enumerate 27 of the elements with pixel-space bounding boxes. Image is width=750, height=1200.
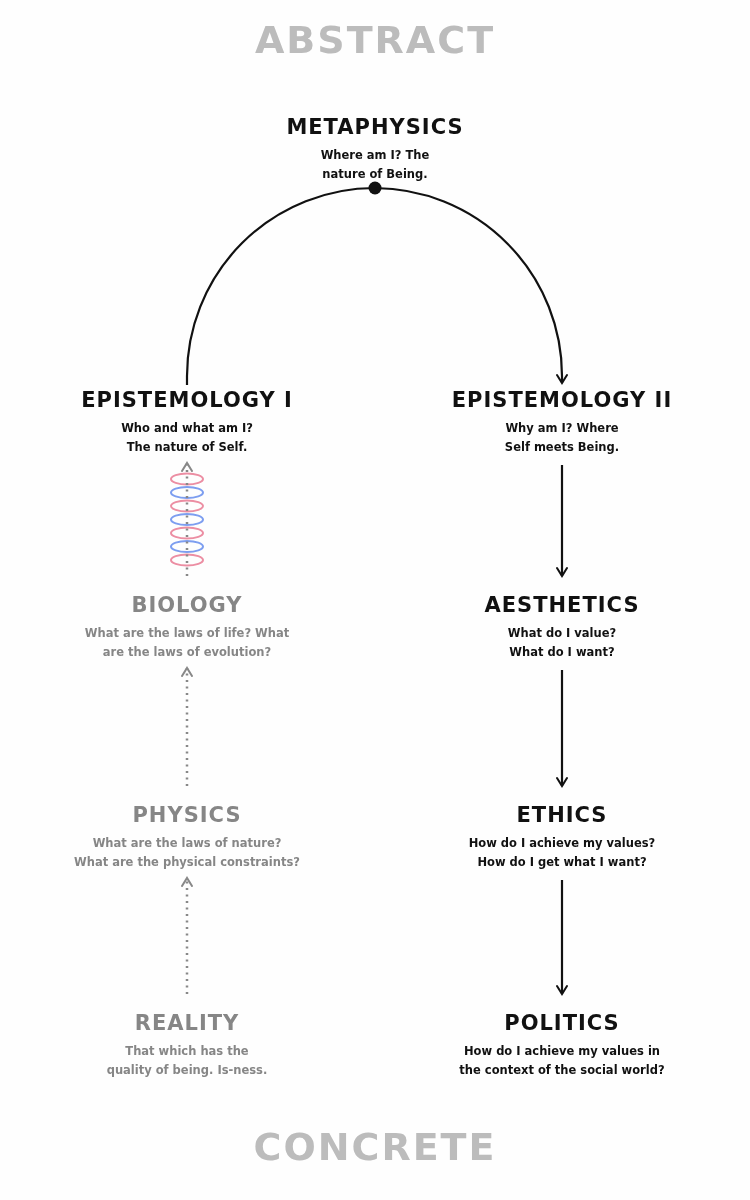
- topic-heading: EPISTEMOLOGY I: [81, 387, 293, 414]
- topic-heading: METAPHYSICS: [286, 114, 464, 141]
- topic-question: What are the laws of life? What are the laws of evolution?: [83, 625, 291, 661]
- dot-ended-line: [185, 181, 382, 385]
- arrow: [181, 462, 193, 576]
- topic-heading: PHYSICS: [132, 802, 242, 829]
- topic-question: Where am I? The nature of Being.: [319, 147, 431, 183]
- axis-end-label: CONCRETE: [253, 1125, 497, 1169]
- topic-heading: ETHICS: [516, 802, 608, 829]
- topic-question: What are the laws of nature? What are the physical constraints?: [73, 835, 301, 871]
- topic-question: How do I achieve my values in the context of the social world?: [458, 1043, 666, 1079]
- topic-question: Who and what am I? The nature of Self.: [120, 420, 254, 456]
- axis-end-label: ABSTRACT: [254, 18, 496, 62]
- topic-question: That which has the quality of being. Is-ness.: [105, 1043, 269, 1079]
- topic-question: What do I value? What do I want?: [506, 625, 618, 661]
- topic-heading: BIOLOGY: [131, 592, 243, 619]
- arrow: [181, 667, 193, 786]
- arrow: [556, 670, 568, 787]
- topic-heading: AESTHETICS: [484, 592, 640, 619]
- arrow: [556, 880, 568, 995]
- topic-question: Why am I? Where Self meets Being.: [503, 420, 621, 456]
- topic-heading: REALITY: [134, 1010, 240, 1037]
- arrow: [556, 465, 568, 577]
- arrow: [181, 877, 193, 994]
- topic-heading: POLITICS: [504, 1010, 620, 1037]
- topic-heading: EPISTEMOLOGY II: [451, 387, 673, 414]
- topic-question: How do I achieve my values? How do I get what I want?: [467, 835, 657, 871]
